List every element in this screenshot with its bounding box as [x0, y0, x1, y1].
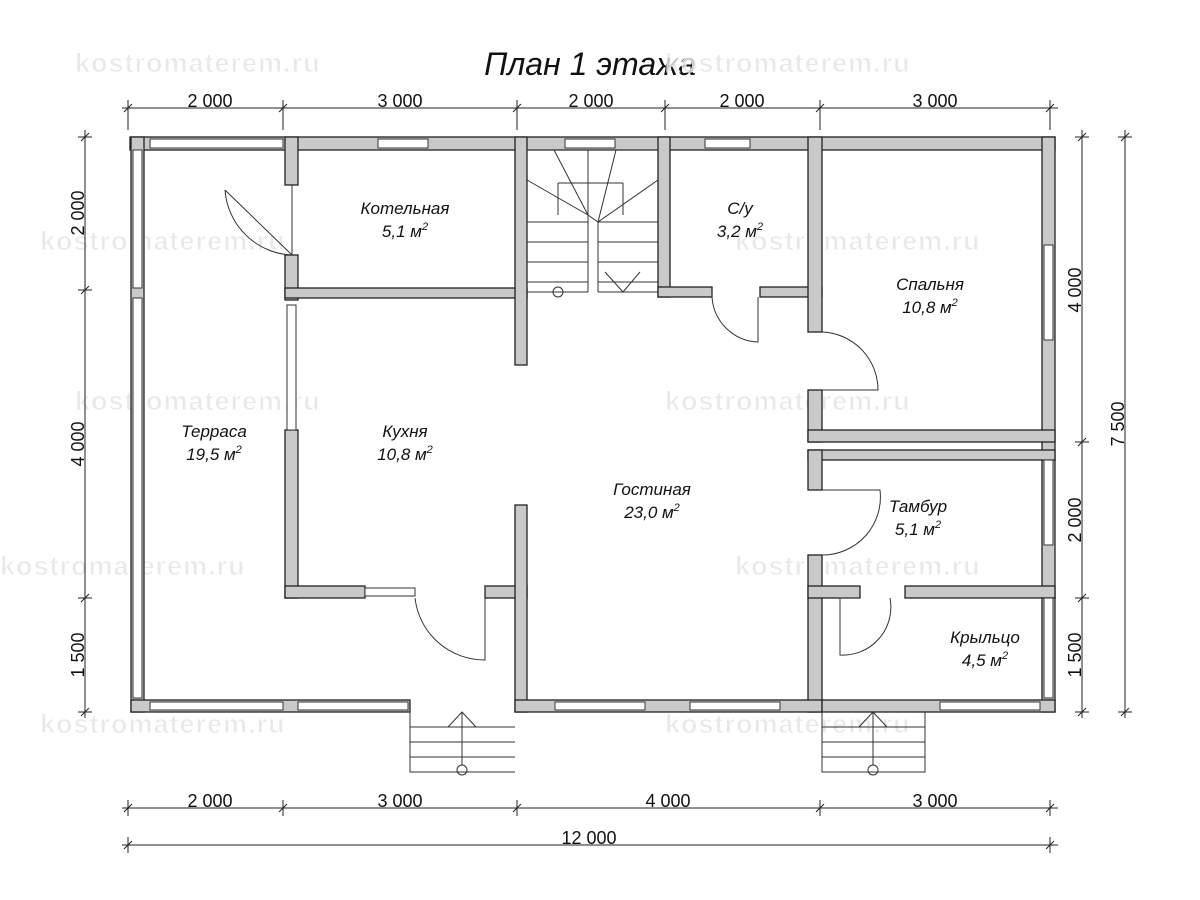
dimension-labels: 2 000 3 000 2 000 2 000 3 000 2 000 3 00…: [68, 91, 1128, 848]
dim-bottom-3: 4 000: [645, 791, 690, 811]
room-area-terrace: 19,5 м2: [186, 444, 242, 464]
room-name-terrace: Терраса: [181, 422, 247, 441]
room-area-bedroom: 10,8 м2: [902, 297, 958, 317]
walls: [129, 136, 1056, 713]
room-area-living: 23,0 м2: [623, 502, 680, 522]
watermark: kostromaterem.ru: [665, 48, 911, 78]
room-name-porch: Крыльцо: [950, 628, 1020, 647]
room-area-kitchen: 10,8 м2: [377, 444, 433, 464]
dim-right-1: 4 000: [1065, 267, 1085, 312]
room-area-porch: 4,5 м2: [962, 650, 1008, 670]
room-name-living: Гостиная: [613, 480, 691, 499]
windows: [132, 138, 1054, 711]
dimension-lines: [78, 100, 1132, 853]
dim-bottom-1: 2 000: [187, 791, 232, 811]
dim-right-3: 1 500: [1065, 632, 1085, 677]
watermark: kostromaterem.ru: [75, 386, 321, 416]
watermark: kostromaterem.ru: [735, 551, 981, 581]
watermark: kostromaterem.ru: [0, 551, 246, 581]
dim-top-3: 2 000: [568, 91, 613, 111]
dim-left-3: 1 500: [68, 632, 88, 677]
dim-top-2: 3 000: [377, 91, 422, 111]
dim-top-1: 2 000: [187, 91, 232, 111]
doors: [224, 185, 892, 661]
room-area-bathroom: 3,2 м2: [717, 221, 763, 241]
dim-total-height: 7 500: [1108, 401, 1128, 446]
watermarks: kostromaterem.ru kostromaterem.ru kostro…: [0, 48, 981, 740]
watermark: kostromaterem.ru: [40, 226, 286, 256]
room-area-boiler: 5,1 м2: [382, 221, 428, 241]
room-name-boiler: Котельная: [361, 199, 450, 218]
watermark: kostromaterem.ru: [665, 709, 911, 739]
dim-bottom-2: 3 000: [377, 791, 422, 811]
dim-top-4: 2 000: [719, 91, 764, 111]
dim-top-5: 3 000: [912, 91, 957, 111]
dim-total-width: 12 000: [561, 828, 616, 848]
dim-left-2: 4 000: [68, 421, 88, 466]
dim-left-1: 2 000: [68, 190, 88, 235]
dim-right-2: 2 000: [1065, 497, 1085, 542]
room-name-bathroom: С/у: [727, 199, 754, 218]
watermark: kostromaterem.ru: [40, 709, 286, 739]
staircase: [526, 149, 659, 298]
room-name-bedroom: Спальня: [896, 275, 964, 294]
room-name-vestibule: Тамбур: [889, 497, 947, 516]
watermark: kostromaterem.ru: [665, 386, 911, 416]
room-labels: Котельная 5,1 м2 С/у 3,2 м2 Спальня 10,8…: [181, 199, 1020, 670]
room-area-vestibule: 5,1 м2: [895, 519, 941, 539]
watermark: kostromaterem.ru: [735, 226, 981, 256]
dim-bottom-4: 3 000: [912, 791, 957, 811]
room-name-kitchen: Кухня: [382, 422, 427, 441]
plan-title: План 1 этажа: [484, 46, 696, 82]
watermark: kostromaterem.ru: [75, 48, 321, 78]
entry-steps: [409, 711, 926, 776]
